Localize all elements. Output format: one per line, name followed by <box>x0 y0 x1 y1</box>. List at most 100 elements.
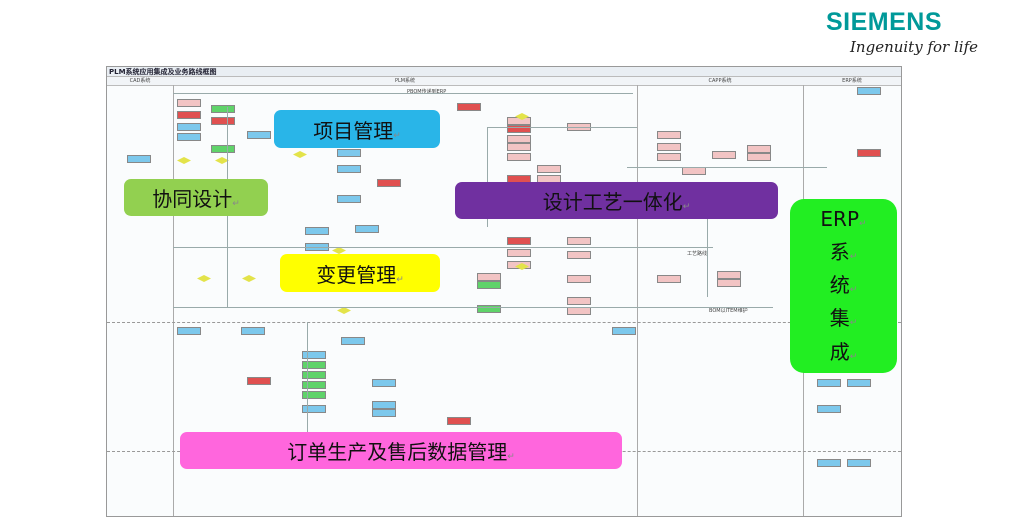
flow-node <box>567 275 591 283</box>
flow-node <box>241 327 265 335</box>
flow-node <box>177 111 201 119</box>
flow-node <box>817 405 841 413</box>
flow-node <box>857 149 881 157</box>
overlay-order-production-data: 订单生产及售后数据管理 <box>180 432 622 469</box>
flow-node <box>747 153 771 161</box>
decision-node <box>177 157 191 164</box>
flow-node <box>657 275 681 283</box>
flow-connector <box>173 307 773 308</box>
flow-node <box>302 405 326 413</box>
flow-node <box>127 155 151 163</box>
decision-node <box>293 151 307 158</box>
overlay-label: 协同设计 <box>152 183 240 212</box>
lane-cad <box>107 85 174 516</box>
flow-node <box>177 327 201 335</box>
flow-node <box>247 131 271 139</box>
flow-node <box>211 105 235 113</box>
flow-node <box>457 103 481 111</box>
flow-node <box>477 273 501 281</box>
flow-node <box>857 87 881 95</box>
decision-node <box>515 263 529 270</box>
flow-node <box>302 381 326 389</box>
overlay-erp-integration: ERP 系 统 集 成 <box>790 199 897 373</box>
flow-node <box>177 99 201 107</box>
decision-node <box>515 113 529 120</box>
decision-node <box>332 247 346 254</box>
flow-node <box>682 167 706 175</box>
flow-connector <box>487 127 488 227</box>
flow-node <box>447 417 471 425</box>
overlay-label: 成 <box>830 336 858 365</box>
overlay-label: 订单生产及售后数据管理 <box>287 436 515 465</box>
flow-node <box>537 165 561 173</box>
flow-node <box>337 149 361 157</box>
overlay-label: ERP <box>820 207 866 231</box>
flow-node <box>305 227 329 235</box>
overlay-design-process-integration: 设计工艺一体化 <box>455 182 778 219</box>
flow-connector <box>307 322 308 442</box>
overlay-collaborative-design: 协同设计 <box>124 179 268 216</box>
flow-node <box>355 225 379 233</box>
flow-node <box>177 123 201 131</box>
flow-node <box>211 145 235 153</box>
flow-connector <box>707 187 708 297</box>
flow-node <box>477 281 501 289</box>
flow-node <box>817 379 841 387</box>
flow-node <box>302 391 326 399</box>
overlay-project-management: 项目管理 <box>274 110 440 148</box>
pbom-label: PBOM传递到ERP <box>407 89 447 95</box>
flow-node <box>567 307 591 315</box>
flow-node <box>337 195 361 203</box>
decision-node <box>197 275 211 282</box>
flow-connector <box>627 167 827 168</box>
siemens-tagline: Ingenuity for life <box>850 38 978 56</box>
lane-plm <box>173 85 638 516</box>
flow-node <box>341 337 365 345</box>
flow-node <box>507 153 531 161</box>
flow-node <box>372 409 396 417</box>
bom-item-label: BOM以ITEM维护 <box>709 308 748 314</box>
flow-node <box>302 361 326 369</box>
flow-node <box>247 377 271 385</box>
column-erp: ERP系统 <box>803 77 901 86</box>
flow-node <box>847 379 871 387</box>
flow-node <box>477 305 501 313</box>
flow-node <box>377 179 401 187</box>
siemens-logo: SIEMENS <box>826 8 943 36</box>
flow-node <box>507 135 531 143</box>
overlay-label: 项目管理 <box>313 115 401 144</box>
flow-node <box>817 459 841 467</box>
flow-node <box>657 131 681 139</box>
flow-node <box>657 143 681 151</box>
route-label: 工艺路线 <box>687 251 708 257</box>
flow-node <box>507 125 531 133</box>
overlay-label: 变更管理 <box>316 259 404 288</box>
flow-node <box>567 297 591 305</box>
diagram-title: PLM系统应用集成及业务路线框图 <box>107 67 901 77</box>
overlay-label: 统 <box>830 269 858 298</box>
flow-node <box>717 279 741 287</box>
flow-node <box>372 401 396 409</box>
flow-node <box>712 151 736 159</box>
decision-node <box>215 157 229 164</box>
flow-node <box>507 249 531 257</box>
flow-node <box>657 153 681 161</box>
overlay-label: 系 <box>830 236 858 265</box>
flow-node <box>612 327 636 335</box>
decision-node <box>242 275 256 282</box>
overlay-label: 设计工艺一体化 <box>543 186 691 215</box>
flow-node <box>507 237 531 245</box>
flow-node <box>177 133 201 141</box>
flow-node <box>567 237 591 245</box>
flow-node <box>372 379 396 387</box>
flow-node <box>847 459 871 467</box>
lane-divider <box>107 322 901 323</box>
flow-node <box>337 165 361 173</box>
flow-node <box>302 371 326 379</box>
flow-connector <box>487 127 637 128</box>
decision-node <box>337 307 351 314</box>
flow-connector <box>173 247 713 248</box>
flow-node <box>567 251 591 259</box>
flow-node <box>717 271 741 279</box>
overlay-label: 集 <box>830 302 858 331</box>
